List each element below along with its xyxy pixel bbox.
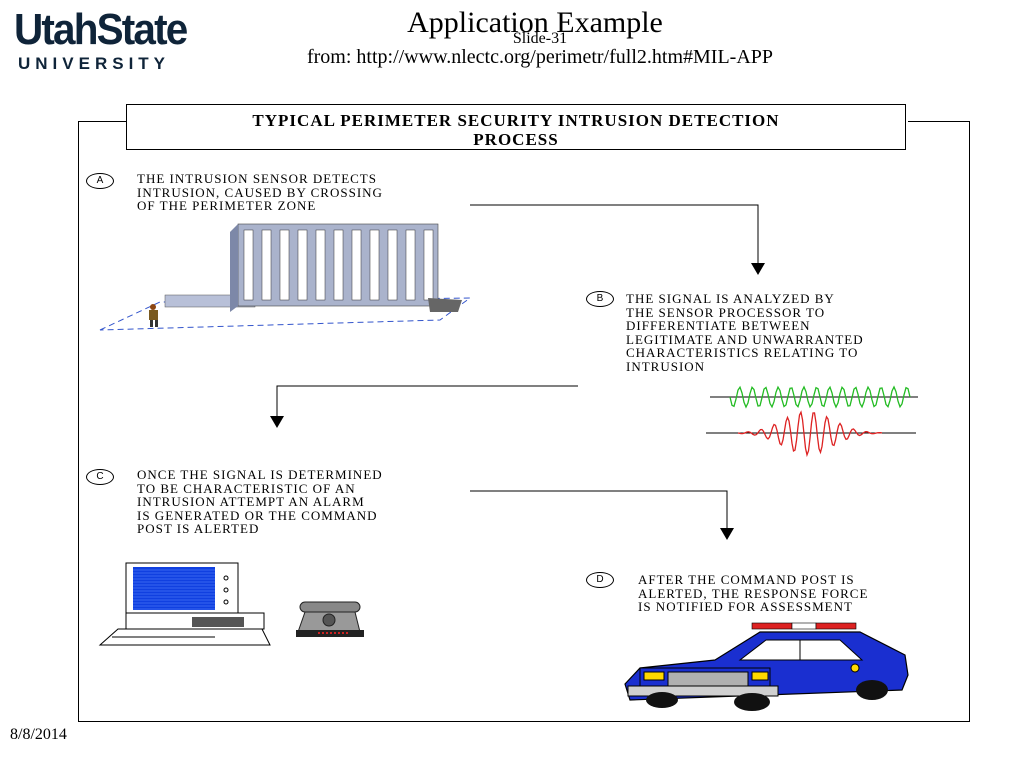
usu-logo-subtitle: UNIVERSITY <box>18 54 171 73</box>
step-line: ONCE THE SIGNAL IS DETERMINED <box>137 467 383 482</box>
building-illustration <box>99 223 472 331</box>
police-car-icon <box>624 622 909 711</box>
slide-title: Application Example <box>407 6 663 39</box>
signal-waveforms <box>706 385 918 458</box>
legitimate-signal-wave <box>729 385 911 409</box>
step-line: ALERTED, THE RESPONSE FORCE <box>638 585 869 601</box>
arrow-b-to-c <box>270 385 578 428</box>
diagram-header-line2: PROCESS <box>473 130 559 149</box>
frame-top-left <box>78 121 126 122</box>
step-line: DIFFERENTIATE BETWEEN <box>626 318 811 333</box>
intrusion-signal-wave <box>737 410 883 458</box>
computer-monitor-icon <box>98 562 271 646</box>
step-line: INTRUSION <box>626 358 706 374</box>
step-line: CHARACTERISTICS RELATING TO <box>626 345 859 360</box>
step-line: LEGITIMATE AND UNWARRANTED <box>626 331 864 347</box>
building-window-column <box>297 229 308 301</box>
step-line: THE INTRUSION SENSOR DETECTS <box>137 171 377 186</box>
step-line: POST IS ALERTED <box>137 521 260 536</box>
arrow-c-to-d <box>470 490 734 540</box>
step-line: THE SENSOR PROCESSOR TO <box>626 304 826 320</box>
diagram-frame <box>78 121 970 722</box>
building-window-column <box>333 229 344 301</box>
frame-top-right <box>908 121 969 122</box>
step-b-text: THE SIGNAL IS ANALYZED BY THE SENSOR PRO… <box>626 292 864 373</box>
step-line: INTRUSION, CAUSED BY CROSSING <box>137 184 383 200</box>
step-line: IS NOTIFIED FOR ASSESSMENT <box>638 599 853 614</box>
usu-logo-wordmark: UtahState <box>14 5 188 54</box>
step-line: OF THE PERIMETER ZONE <box>137 198 317 213</box>
step-c-text: ONCE THE SIGNAL IS DETERMINED TO BE CHAR… <box>137 468 383 536</box>
slide-date: 8/8/2014 <box>10 726 67 743</box>
step-a-badge: A <box>86 173 114 189</box>
slide-subtitle-source: from: http://www.nlectc.org/perimetr/ful… <box>306 46 774 68</box>
step-d-text: AFTER THE COMMAND POST IS ALERTED, THE R… <box>638 573 868 614</box>
building-window-column <box>261 229 272 301</box>
step-a-text: THE INTRUSION SENSOR DETECTS INTRUSION, … <box>137 172 383 213</box>
step-b-badge: B <box>586 291 614 307</box>
step-line: TO BE CHARACTERISTIC OF AN <box>137 480 356 496</box>
building-window-column <box>279 229 290 301</box>
building-window-column <box>387 229 398 301</box>
arrow-a-to-b <box>470 204 765 275</box>
step-c-badge: C <box>86 469 114 485</box>
building-window-column <box>423 229 434 301</box>
step-line: AFTER THE COMMAND POST IS <box>638 572 855 587</box>
diagram-header: TYPICAL PERIMETER SECURITY INTRUSION DET… <box>126 104 906 150</box>
diagram-header-line1: TYPICAL PERIMETER SECURITY INTRUSION DET… <box>252 111 780 130</box>
building-window-column <box>405 229 416 301</box>
intruder-figure-icon <box>149 304 158 327</box>
step-line: THE SIGNAL IS ANALYZED BY <box>626 291 835 306</box>
building-window-column <box>315 229 326 301</box>
step-d-badge: D <box>586 572 614 588</box>
slide-number: Slide-31 <box>512 30 568 47</box>
building-window-column <box>369 229 380 301</box>
building-window-column <box>243 229 254 301</box>
step-line: INTRUSION ATTEMPT AN ALARM <box>137 494 365 509</box>
step-line: IS GENERATED OR THE COMMAND <box>137 507 378 523</box>
building-window-column <box>351 229 362 301</box>
telephone-icon <box>296 601 364 637</box>
